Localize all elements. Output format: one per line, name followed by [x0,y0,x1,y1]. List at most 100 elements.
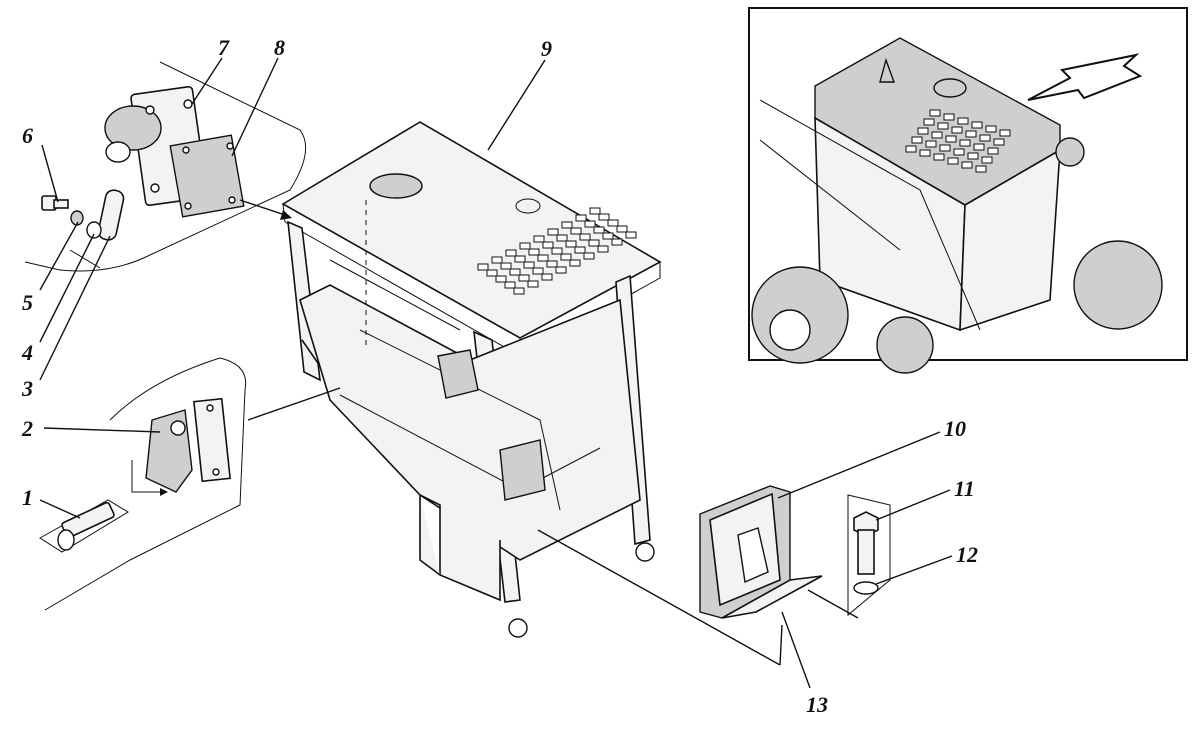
vent-slot [486,269,498,277]
callout-9: 9 [541,36,552,61]
vent-slot [607,219,619,227]
vent-slot [574,246,586,254]
vent-slot [965,130,977,138]
vent-slot [981,156,993,164]
vent-slot [987,147,999,155]
vent-slot [527,280,539,288]
vent-slot [514,255,526,263]
vent-slot [560,253,572,261]
vent-slot [919,149,931,157]
bolt-part [41,195,69,211]
vent-slot [975,165,987,173]
vent-slot [583,252,595,260]
vent-slot [961,161,973,169]
hinge-bracket-part [145,397,231,493]
hinge-pin-part [39,499,129,553]
vent-slot [504,281,516,289]
vent-slot [533,235,545,243]
vent-slot [588,239,600,247]
inset-vent-grid [905,109,1011,173]
vent-slot [943,113,955,121]
vent-slot [509,268,521,276]
vent-slot [616,225,628,233]
vent-slot [505,249,517,257]
vent-slot [911,136,923,144]
vent-slot [565,240,577,248]
hinge-group-left [39,357,247,611]
vent-slot [947,157,959,165]
vent-slot [598,213,610,221]
vent-slot [951,126,963,134]
vent-slot [555,266,567,274]
callout-3: 3 [21,376,33,401]
inset-wheel-left [751,266,849,364]
vent-slot [993,138,1005,146]
callout-2: 2 [21,416,33,441]
callout-5: 5 [22,290,33,315]
callout-13: 13 [806,692,828,717]
washer-part [86,221,102,239]
vent-slot [584,220,596,228]
vent-slot [491,256,503,264]
vent-slot [973,143,985,151]
roof-vent-grid [477,207,637,295]
vent-slot [625,231,637,239]
gasket-plate-part [169,134,245,218]
vent-slot [546,260,558,268]
vent-slot [547,228,559,236]
seat-base-part [699,485,823,619]
inset-wheel-right [1073,240,1163,330]
vent-slot [561,221,573,229]
vent-slot [939,144,951,152]
vent-slot [953,148,965,156]
vent-slot [931,131,943,139]
vent-slot [513,287,525,295]
vent-slot [523,261,535,269]
vent-slot [579,233,591,241]
callout-11: 11 [954,476,975,501]
callout-leaders [39,57,953,689]
vent-slot [937,122,949,130]
callout-8: 8 [274,35,285,60]
vent-slot [925,140,937,148]
callout-6: 6 [22,123,33,148]
vent-slot [500,262,512,270]
vent-slot [551,247,563,255]
vent-slot [518,274,530,282]
vent-slot [923,118,935,126]
callout-7: 7 [218,35,230,60]
callout-1: 1 [22,485,33,510]
vent-slot [602,232,614,240]
rubber-mount-part [104,85,208,207]
callout-labels: 6 7 8 9 5 4 3 2 1 10 11 12 13 [21,35,978,717]
vent-slot [917,127,929,135]
vent-slot [905,145,917,153]
vent-slot [589,207,601,215]
vent-slot [929,109,941,117]
vent-slot [985,125,997,133]
vent-slot [945,135,957,143]
vent-slot [528,248,540,256]
fastener-group [847,494,891,617]
vent-slot [957,117,969,125]
callout-10: 10 [944,416,966,441]
vent-slot [597,245,609,253]
vent-slot [541,273,553,281]
vent-slot [979,134,991,142]
vent-slot [971,121,983,129]
inset-view-panel [748,7,1188,374]
vent-slot [575,214,587,222]
vent-slot [495,275,507,283]
vent-slot [477,263,489,271]
vent-slot [933,153,945,161]
vent-slot [611,238,623,246]
vent-slot [519,242,531,250]
vent-slot [556,234,568,242]
vent-slot [537,254,549,262]
vent-slot [593,226,605,234]
vent-slot [569,259,581,267]
vent-slot [570,227,582,235]
inset-pointer-arrow [1027,53,1143,101]
vent-slot [999,129,1011,137]
